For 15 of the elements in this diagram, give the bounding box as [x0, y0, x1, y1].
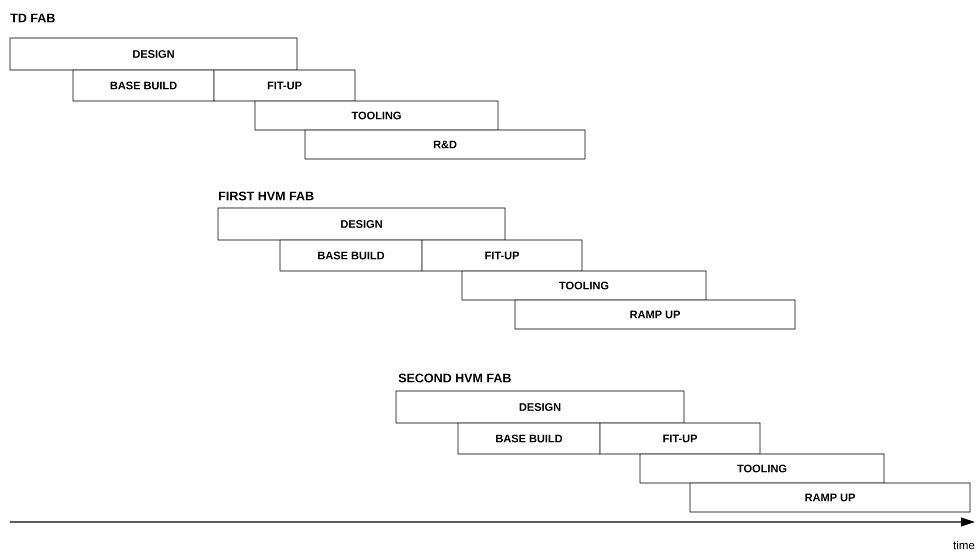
task-bar: FIT-UP: [422, 240, 582, 272]
task-bar: R&D: [304, 130, 586, 160]
task-bar: BASE BUILD: [72, 70, 214, 102]
task-bar: TOOLING: [254, 100, 498, 130]
task-bar: RAMP UP: [514, 300, 796, 330]
task-bar: FIT-UP: [600, 422, 760, 454]
axis-label: time: [953, 540, 974, 550]
group-title: FIRST HVM FAB: [219, 192, 314, 200]
task-bar: FIT-UP: [214, 70, 356, 102]
task-bar: TOOLING: [462, 270, 706, 300]
task-bar: BASE BUILD: [280, 240, 422, 272]
group-title: TD FAB: [10, 14, 55, 22]
task-bar: RAMP UP: [690, 482, 970, 512]
task-bar: TOOLING: [640, 454, 884, 484]
task-bar: BASE BUILD: [458, 422, 600, 454]
